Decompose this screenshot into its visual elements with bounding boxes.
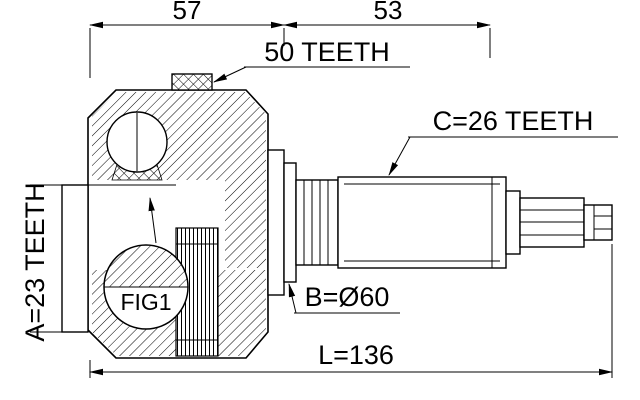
- label-shaft-diameter: B=Ø60: [288, 282, 400, 314]
- inner-spline-teeth-label: A=23 TEETH: [20, 182, 50, 341]
- outer-race-outline: [87, 89, 269, 359]
- ring-teeth-label: 50 TEETH: [264, 37, 390, 67]
- figure-callout: FIG1: [103, 197, 189, 330]
- outer-spline-leader: [388, 136, 411, 176]
- outer-race-back-wall-hatch: [225, 180, 266, 268]
- shaft-end-cap: [583, 204, 613, 241]
- outer-spline-teeth-label: C=26 TEETH: [433, 106, 594, 136]
- figure-callout-leader: [148, 197, 157, 244]
- label-inner-spline-teeth: A=23 TEETH: [20, 182, 50, 341]
- shaft-step: [505, 190, 521, 255]
- abs-ring-block: [171, 73, 213, 91]
- inner-hub-sleeve: [61, 184, 89, 333]
- shaft-diameter-leader: [288, 283, 297, 314]
- label-outer-spline-teeth: C=26 TEETH: [388, 106, 618, 176]
- main-shaft: [337, 176, 507, 269]
- boot-groove-section: [295, 179, 339, 266]
- shaft-flange-1: [267, 149, 285, 296]
- figure-callout-detail: [104, 245, 188, 288]
- dimension-57-label: 57: [173, 0, 202, 25]
- dimension-53-label: 53: [374, 0, 403, 25]
- figure-reference-label: FIG1: [120, 289, 171, 315]
- dimension-length: L=136: [89, 244, 613, 378]
- shaft-diameter-label: B=Ø60: [305, 282, 390, 312]
- ring-teeth-leader: [213, 66, 247, 83]
- overall-length-label: L=136: [318, 340, 394, 370]
- splined-stub-end: [519, 197, 585, 248]
- dimension-top: 57 53: [89, 0, 491, 78]
- shaft-section: [267, 149, 613, 296]
- label-ring-teeth: 50 TEETH: [213, 37, 410, 83]
- shaft-flange-2: [283, 162, 297, 283]
